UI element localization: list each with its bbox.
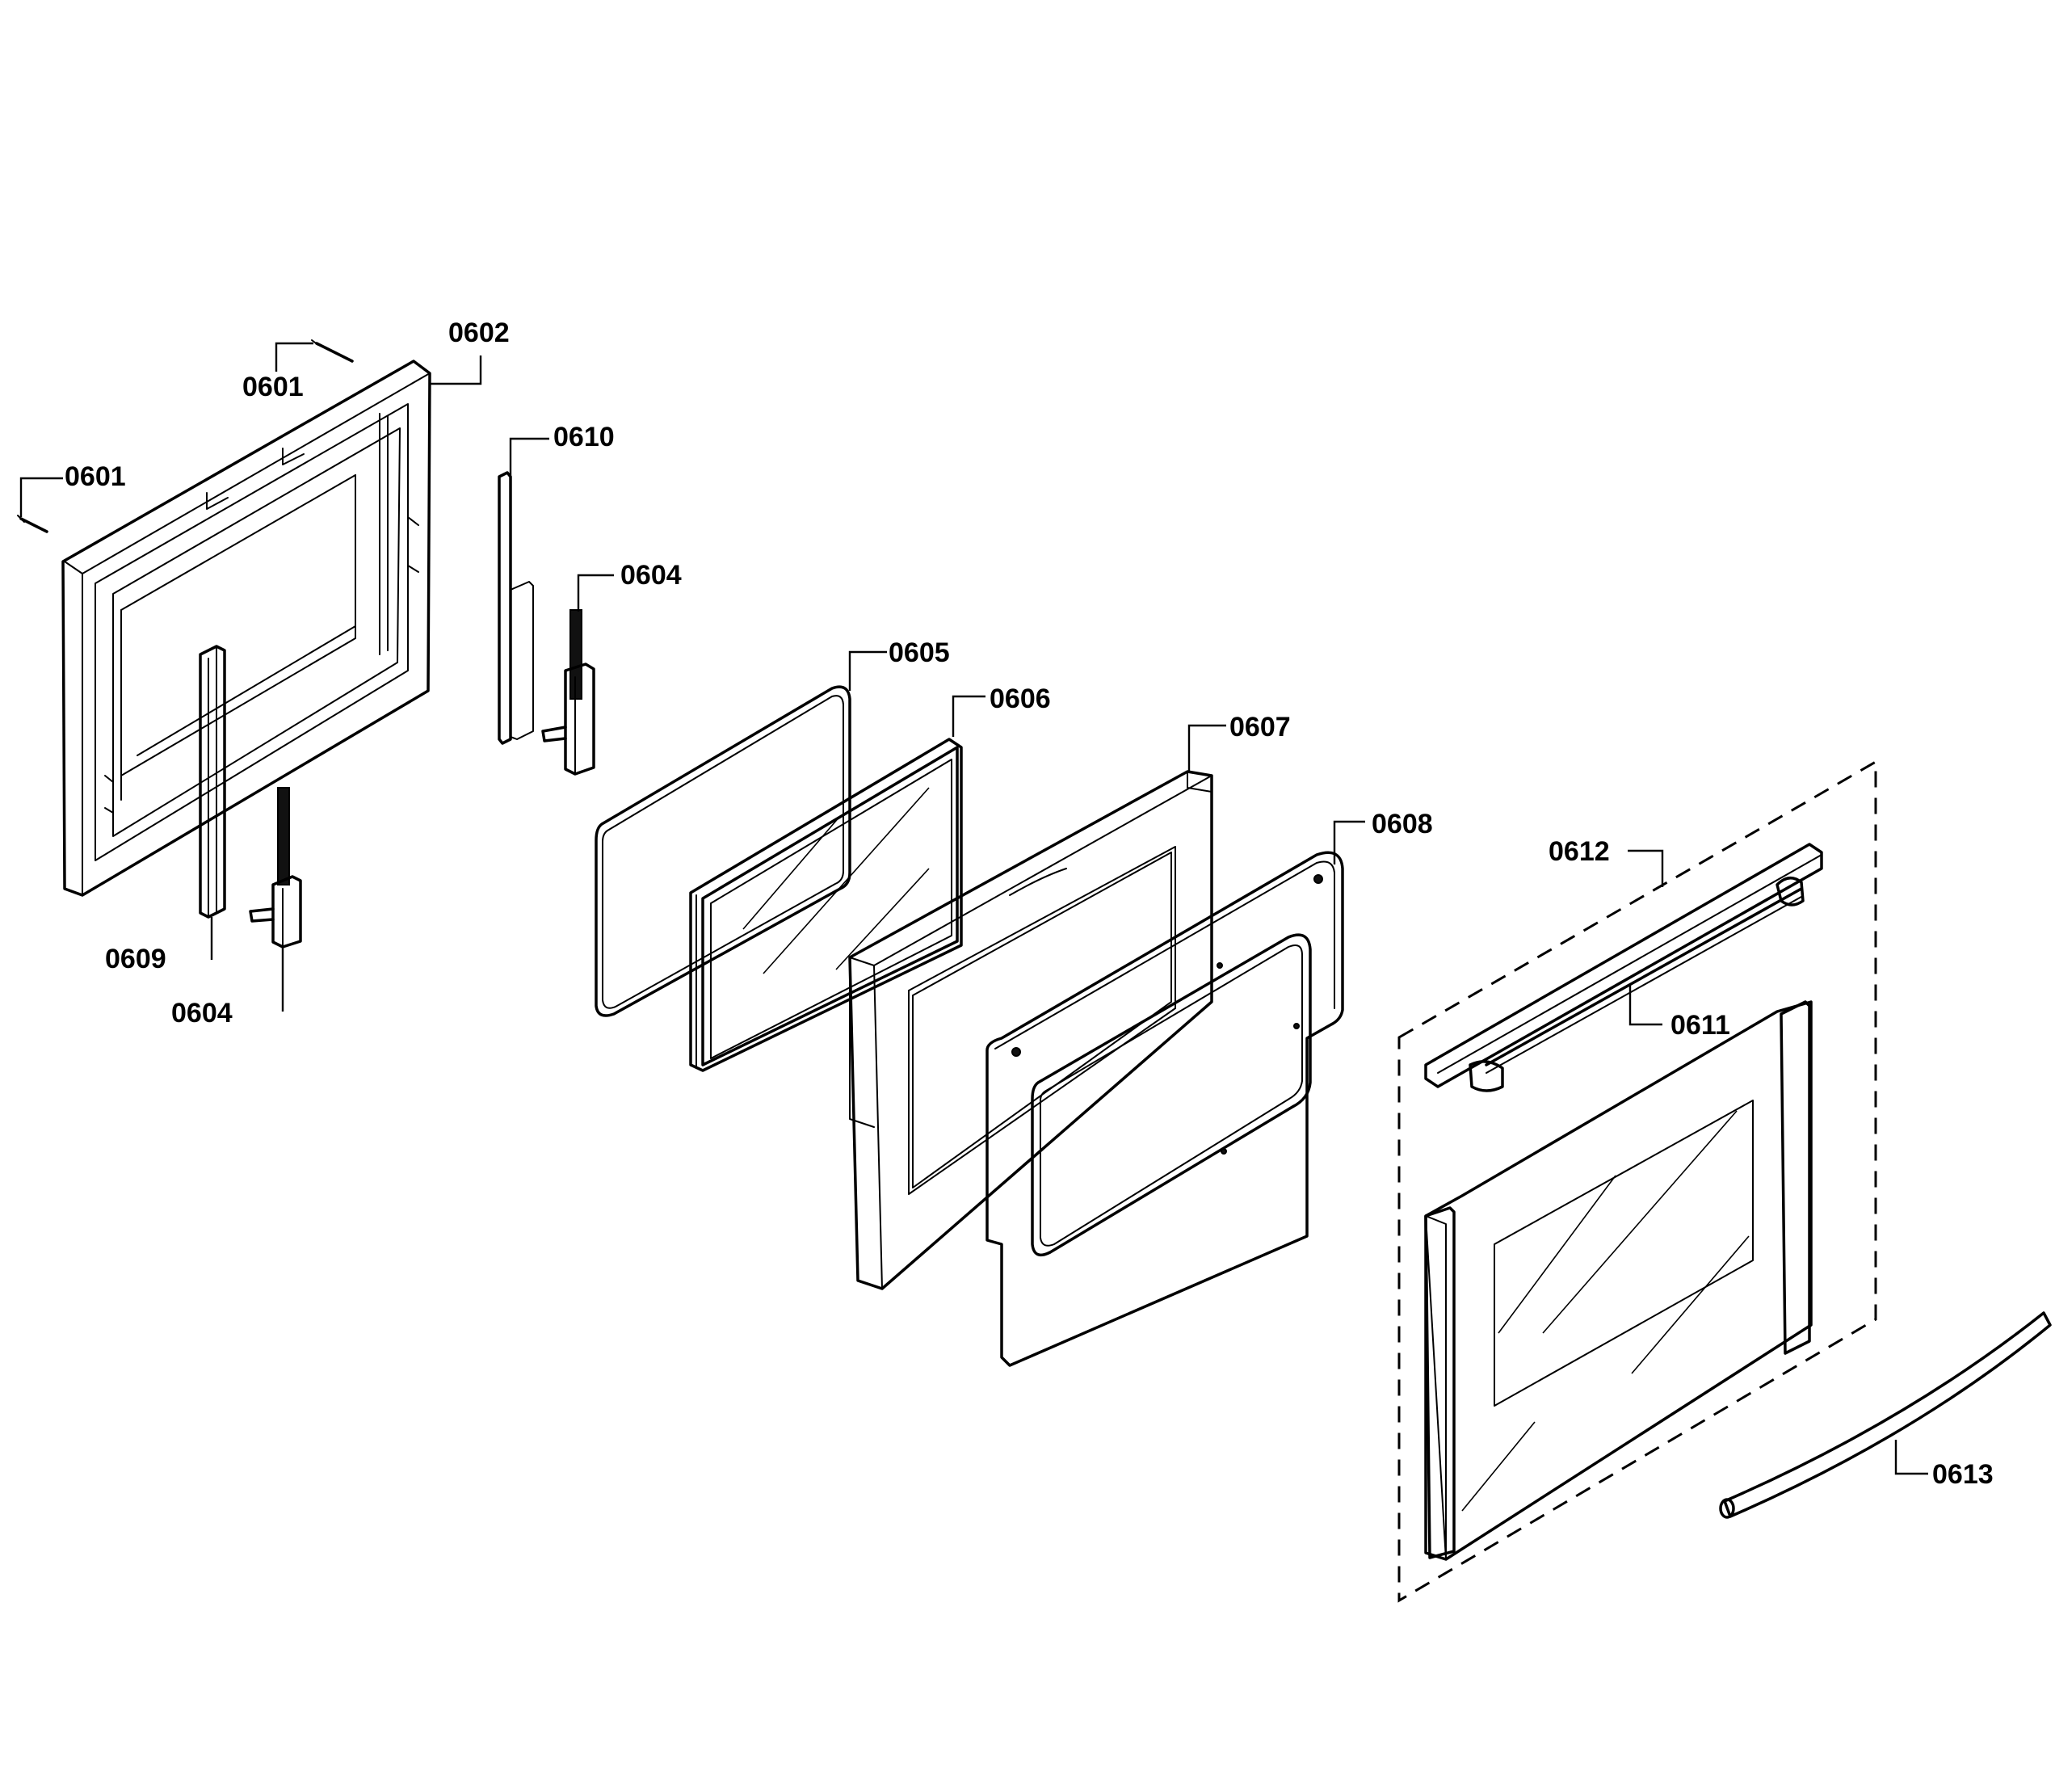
leader-lines [19, 342, 1928, 1475]
callout-0612: 0612 [1549, 836, 1610, 867]
callout-0604-upper: 0604 [620, 560, 682, 591]
callout-0605: 0605 [889, 637, 950, 668]
part-0604-hinge-upper [541, 609, 595, 776]
part-0604-hinge-lower [249, 787, 302, 949]
part-0601-screw-top [311, 339, 354, 363]
callout-0608: 0608 [1372, 809, 1433, 839]
callout-labels: 0601 0601 0602 0610 0604 0605 0606 0607 … [65, 318, 1994, 1490]
part-0609-channel-left [199, 645, 226, 919]
part-0608-inner-panel [985, 851, 1344, 1367]
callout-0604-lower: 0604 [171, 998, 233, 1029]
callout-0611: 0611 [1670, 1010, 1730, 1041]
part-0611-rod [1469, 887, 1803, 1092]
part-outer-door-glass [1424, 1000, 1813, 1561]
callout-0610: 0610 [553, 422, 615, 452]
part-0602-outer-frame [61, 360, 431, 897]
callout-0601-left: 0601 [65, 461, 126, 492]
part-0607-insulation [848, 770, 1213, 1290]
part-0613-handle [1719, 1311, 2052, 1519]
part-0610-channel-right [498, 471, 534, 745]
assembly-outline [1397, 759, 1877, 1603]
callout-0613: 0613 [1932, 1459, 1994, 1490]
part-0601-screw-left [17, 515, 48, 533]
part-0612-top-trim [1424, 843, 1823, 1088]
callout-0607: 0607 [1229, 712, 1291, 742]
callout-0606: 0606 [990, 684, 1051, 714]
callout-0602: 0602 [448, 318, 510, 348]
callout-0609: 0609 [105, 944, 166, 974]
part-0606-inner-glass [689, 738, 963, 1072]
callout-0601-top: 0601 [242, 372, 304, 402]
part-0605-gasket [595, 685, 851, 1017]
